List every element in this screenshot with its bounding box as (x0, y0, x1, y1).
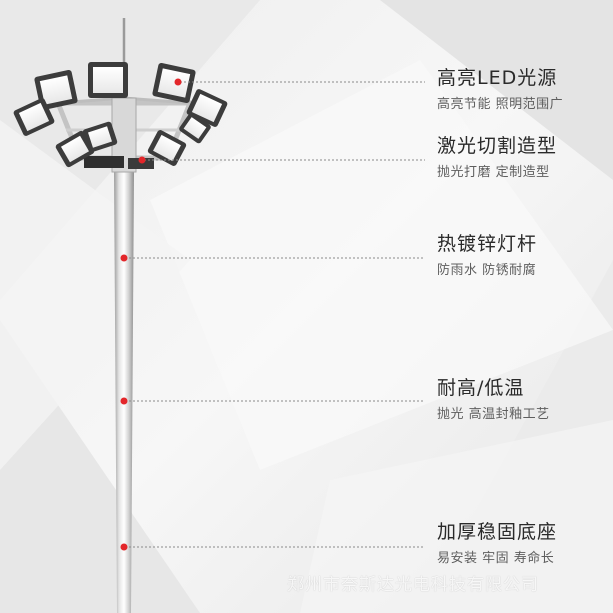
callout-laser-cut: 激光切割造型 抛光打磨 定制造型 (437, 134, 607, 181)
flood-light-7 (82, 121, 118, 153)
flood-light-9 (179, 112, 211, 144)
callout-subtitle: 抛光打磨 定制造型 (437, 165, 550, 180)
flood-light-3 (152, 62, 196, 104)
flood-light-8 (147, 130, 187, 166)
marker-dot-1 (174, 78, 182, 86)
lamp-crown-frame (54, 96, 194, 173)
callout-subtitle: 高亮节能 照明范围广 (437, 97, 564, 112)
callout-thick-base: 加厚稳固底座 易安装 牢固 寿命长 (437, 520, 607, 567)
company-watermark: 郑州市奈斯达光电科技有限公司 (287, 575, 539, 595)
callout-title: 激光切割造型 (437, 135, 558, 157)
callout-title: 热镀锌灯杆 (437, 233, 538, 255)
callout-subtitle: 防雨水 防锈耐腐 (437, 263, 537, 278)
flood-light-1 (34, 69, 78, 111)
callout-temperature-resistant: 耐高/低温 抛光 高温封釉工艺 (437, 376, 607, 423)
callout-led-source: 高亮LED光源 高亮节能 照明范围广 (437, 66, 607, 113)
flood-light-4 (13, 98, 55, 136)
callout-markers (120, 78, 182, 551)
callout-leaders (125, 81, 425, 548)
callout-subtitle: 抛光 高温封釉工艺 (437, 407, 550, 422)
marker-dot-5 (120, 543, 128, 551)
callout-title: 加厚稳固底座 (437, 521, 558, 543)
marker-dot-3 (120, 254, 128, 262)
callout-galvanized-pole: 热镀锌灯杆 防雨水 防锈耐腐 (437, 232, 607, 279)
callout-title: 耐高/低温 (437, 377, 525, 399)
marker-dot-4 (120, 397, 128, 405)
flood-light-2 (88, 62, 128, 98)
flood-light-6 (55, 130, 95, 168)
callout-title: 高亮LED光源 (437, 67, 558, 89)
callout-subtitle: 易安装 牢固 寿命长 (437, 551, 555, 566)
marker-dot-2 (138, 156, 146, 164)
